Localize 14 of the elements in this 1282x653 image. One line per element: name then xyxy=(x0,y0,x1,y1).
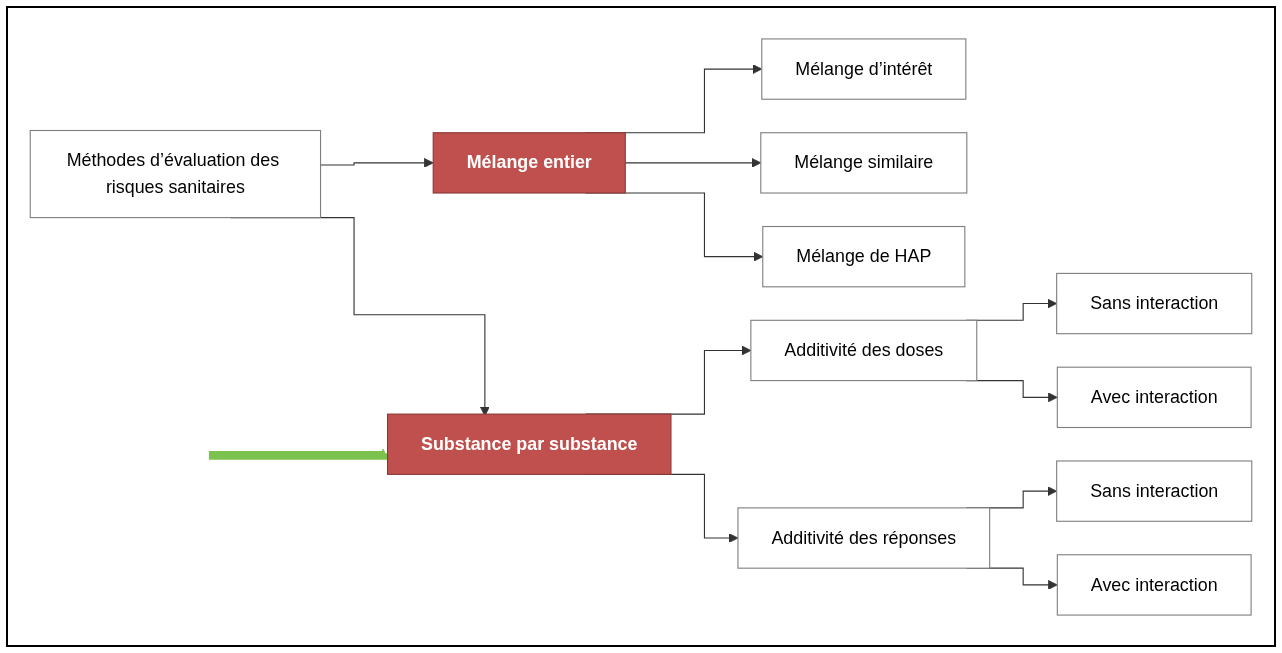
node-box: Substance par substance xyxy=(387,413,672,475)
node-box: Sans interaction xyxy=(1056,272,1253,334)
node-box: Mélange similaire xyxy=(760,131,968,194)
node-box: Méthodes d’évaluation des risques sanitaires xyxy=(29,129,322,218)
node-box: Avec interaction xyxy=(1056,553,1252,616)
arrow xyxy=(320,157,434,168)
node-box: Mélange d’intérêt xyxy=(761,37,967,100)
node-box: Additivité des doses xyxy=(750,319,978,381)
node-box: Avec interaction xyxy=(1056,366,1252,428)
node-box: Mélange entier xyxy=(432,131,626,194)
node-box: Sans interaction xyxy=(1056,459,1253,522)
node-box: Additivité des réponses xyxy=(737,506,991,569)
node-box: Mélange de HAP xyxy=(762,225,966,287)
arrow xyxy=(208,448,388,460)
